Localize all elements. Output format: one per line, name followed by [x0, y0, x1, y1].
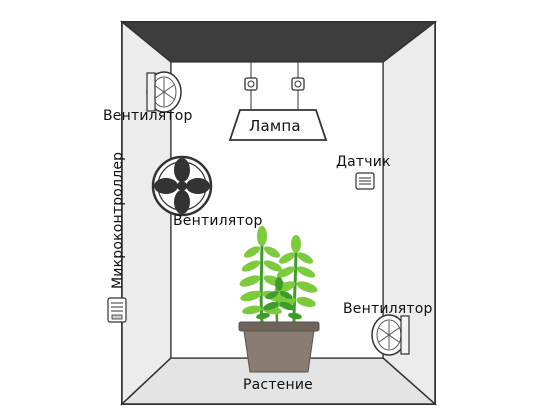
light-bulb-icon — [291, 62, 305, 110]
box-ceiling — [119, 21, 438, 63]
lamp-label: Лампа — [249, 117, 301, 135]
fan-middle-label: Вентилятор — [173, 213, 263, 229]
fan-bottom-label: Вентилятор — [343, 301, 433, 317]
microcontroller-label: Микроконтроллер — [110, 151, 126, 289]
plant-pot — [243, 330, 315, 373]
microcontroller-icon — [107, 297, 127, 323]
fan-icon — [146, 71, 182, 113]
lamp-icon — [228, 109, 328, 141]
plant-label: Растение — [243, 377, 313, 393]
sensor-label: Датчик — [336, 154, 391, 170]
fan-icon — [371, 314, 410, 356]
pot-rim — [238, 321, 320, 332]
sensor-icon — [355, 172, 375, 190]
plant-icon — [238, 226, 320, 373]
fan-icon — [151, 155, 213, 217]
fan-top-label: Вентилятор — [103, 108, 193, 124]
light-bulb-icon — [244, 62, 258, 110]
